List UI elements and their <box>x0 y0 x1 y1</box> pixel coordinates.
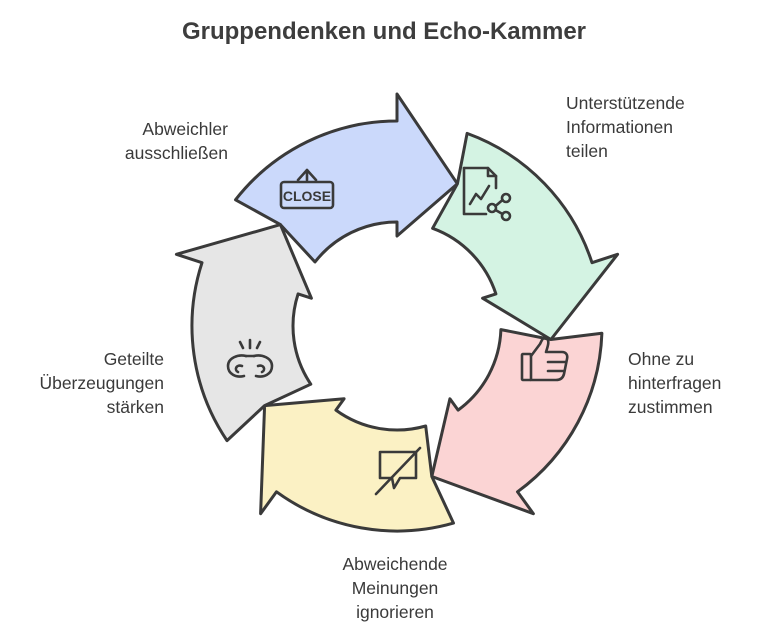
cycle-segment-agree <box>431 131 620 341</box>
label-ignore: Abweichende Meinungen ignorieren <box>342 554 448 622</box>
label-strengthen: Geteilte Überzeugungen stärken <box>39 349 164 417</box>
close-sign-icon: CLOSE <box>279 168 335 210</box>
label-agree: Ohne zu hinterfragen zustimmen <box>628 349 722 417</box>
cycle-segment-strengthen <box>259 397 455 533</box>
label-share: Unterstützende Informationen teilen <box>566 93 685 161</box>
cycle-segment-exclude <box>174 223 313 443</box>
no-comment-icon <box>374 446 422 496</box>
thumbs-up-icon <box>520 336 569 382</box>
chart-share-icon <box>462 166 512 222</box>
close-sign-text: CLOSE <box>283 188 331 204</box>
cycle-segment-ignore <box>430 328 604 516</box>
cycle-segment-share <box>234 92 459 264</box>
diagram-title: Gruppendenken und Echo-Kammer <box>181 18 587 45</box>
brain-bond-icon <box>226 338 274 378</box>
label-exclude: Abweichler ausschließen <box>124 119 228 163</box>
